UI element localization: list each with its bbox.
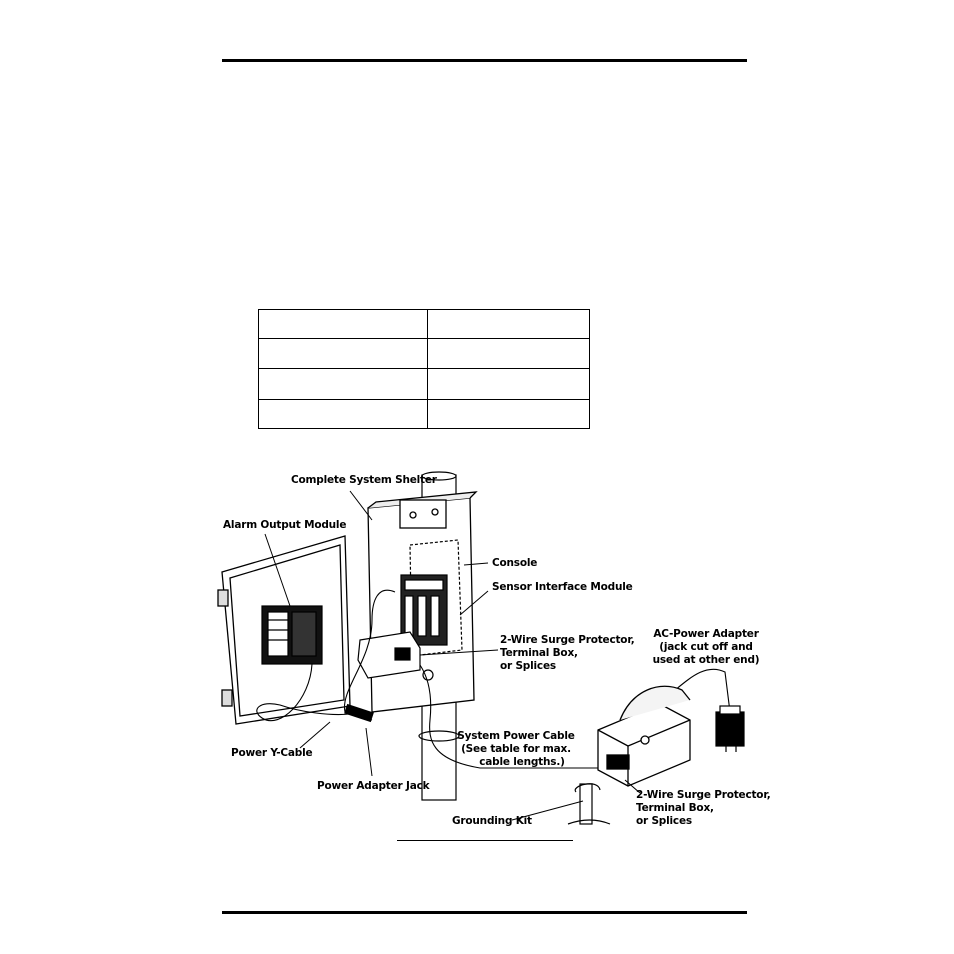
table-cell bbox=[427, 308, 590, 340]
label-surge-protector-lower-3: or Splices bbox=[636, 815, 692, 827]
table-cell bbox=[427, 368, 590, 400]
label-surge-protector-upper-2: Terminal Box, bbox=[500, 647, 578, 659]
table-cell bbox=[258, 308, 428, 340]
table-cell bbox=[427, 338, 590, 370]
ac-power-adapter bbox=[715, 705, 745, 752]
label-ac-power-adapter-3: used at other end) bbox=[653, 654, 760, 666]
label-system-power-cable-1: System Power Cable bbox=[457, 730, 574, 742]
table-row bbox=[258, 368, 590, 400]
label-ac-power-adapter-1: AC-Power Adapter bbox=[653, 628, 759, 640]
label-grounding-kit: Grounding Kit bbox=[452, 815, 532, 827]
label-surge-protector-upper-3: or Splices bbox=[500, 660, 556, 672]
table-row bbox=[258, 398, 590, 430]
label-surge-protector-lower-2: Terminal Box, bbox=[636, 802, 714, 814]
table-cell bbox=[258, 398, 428, 430]
alarm-output-module bbox=[261, 605, 323, 665]
table-cell bbox=[258, 368, 428, 400]
leader-lines bbox=[264, 490, 641, 821]
label-ac-power-adapter-2: (jack cut off and bbox=[659, 641, 752, 653]
label-power-adapter-jack: Power Adapter Jack bbox=[317, 780, 431, 792]
cable-length-table bbox=[258, 308, 590, 430]
installation-diagram: Complete System Shelter Alarm Output Mod… bbox=[217, 471, 771, 827]
label-surge-protector-upper-1: 2-Wire Surge Protector, bbox=[500, 634, 635, 646]
table-row bbox=[258, 308, 590, 340]
label-console: Console bbox=[492, 557, 537, 569]
terminal-box-external bbox=[597, 685, 691, 787]
label-surge-protector-lower-1: 2-Wire Surge Protector, bbox=[636, 789, 771, 801]
label-sensor-interface-module: Sensor Interface Module bbox=[492, 581, 633, 593]
footer-rule bbox=[222, 911, 747, 914]
table-cell bbox=[258, 338, 428, 370]
label-complete-system-shelter: Complete System Shelter bbox=[291, 474, 438, 486]
label-system-power-cable-2: (See table for max. bbox=[461, 743, 571, 755]
terminal-box-inner bbox=[357, 631, 434, 681]
label-power-y-cable: Power Y-Cable bbox=[231, 747, 312, 759]
power-adapter-jack-plug bbox=[344, 703, 374, 723]
header-rule bbox=[222, 59, 747, 62]
console bbox=[400, 539, 463, 657]
caption-rule bbox=[397, 840, 573, 841]
grounding-kit bbox=[567, 783, 611, 825]
table-row bbox=[258, 338, 590, 370]
table-cell bbox=[427, 398, 590, 430]
label-alarm-output-module: Alarm Output Module bbox=[223, 519, 346, 531]
label-system-power-cable-3: cable lengths.) bbox=[479, 756, 564, 768]
